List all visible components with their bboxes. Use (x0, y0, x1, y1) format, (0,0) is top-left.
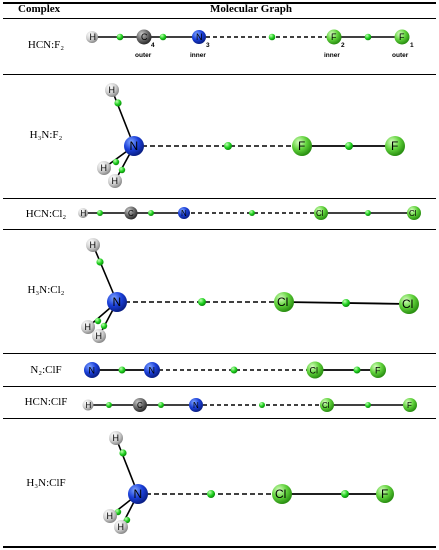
graph-hcn-cl2: H C N Cl Cl (78, 206, 421, 220)
atom-f: F (407, 401, 412, 410)
tag-inner: inner (190, 52, 206, 59)
atom-n: N (113, 295, 122, 309)
row-label-hcn-clf: HCN:ClF (24, 396, 68, 408)
atom-n: N (89, 366, 96, 376)
row-divider (3, 229, 436, 230)
atom-h: H (90, 240, 97, 250)
atom-number-3: 3 (206, 42, 210, 49)
graph-h3n-f2: H N H H F F (97, 83, 405, 188)
atom-f: F (331, 32, 337, 42)
tag-outer: outer (135, 52, 152, 59)
tag-inner: inner (324, 52, 340, 59)
atom-f: F (298, 139, 305, 153)
atom-h: H (85, 322, 92, 332)
atom-h: H (90, 32, 97, 42)
row-divider (3, 386, 436, 387)
atom-n: N (149, 366, 156, 376)
atom-f: F (399, 32, 405, 42)
atom-n: N (196, 32, 203, 42)
atom-f: F (381, 487, 388, 501)
atom-h: H (81, 209, 87, 218)
table-bottom-rule (3, 546, 436, 548)
row-label-hcn-cl2: HCN:Cl₂ (25, 208, 67, 220)
atom-cl: Cl (277, 295, 288, 309)
row-label-h3n-clf: H₃N:ClF (26, 477, 66, 489)
row-divider (3, 198, 436, 199)
atom-n: N (193, 401, 199, 410)
atom-cl: Cl (316, 209, 324, 218)
atom-cl: Cl (402, 297, 413, 311)
graph-n2-clf: N N Cl F (84, 361, 386, 379)
atom-h: H (109, 85, 116, 95)
atom-h: H (112, 176, 119, 186)
row-divider (3, 418, 436, 419)
atom-n: N (130, 139, 139, 153)
row-label-h3n-f2: H₃N:F₂ (29, 129, 63, 141)
graph-h3n-clf: H N H H Cl F (103, 431, 394, 534)
atom-number-1: 1 (410, 42, 414, 49)
row-label-hcn-f2: HCN:F₂ (27, 39, 65, 51)
atom-c: C (141, 32, 148, 42)
graph-hcn-f2: H C N F F 4 3 2 1 outer inner inner oute… (86, 29, 414, 59)
atom-h: H (86, 401, 92, 410)
header-molecular-graph: Molecular Graph (210, 3, 292, 15)
atom-n: N (181, 209, 187, 218)
atom-h: H (96, 331, 103, 341)
row-divider (3, 353, 436, 354)
atom-f: F (391, 139, 398, 153)
atom-cl: Cl (409, 209, 417, 218)
row-label-n2-clf: N₂:ClF (30, 364, 62, 376)
atom-c: C (128, 209, 134, 218)
table-top-rule (3, 2, 436, 4)
tag-outer: outer (392, 52, 409, 59)
header-complex: Complex (18, 3, 61, 15)
row-divider (3, 74, 436, 75)
atom-cl: Cl (310, 366, 319, 376)
atom-h: H (107, 511, 114, 521)
atom-h: H (101, 163, 108, 173)
graph-hcn-clf: H C N Cl F (82, 398, 417, 412)
atom-cl: Cl (275, 487, 286, 501)
row-label-h3n-cl2: H₃N:Cl₂ (27, 284, 65, 296)
header-rule (3, 18, 436, 19)
atom-h: H (113, 433, 120, 443)
atom-h: H (118, 522, 125, 532)
atom-n: N (134, 487, 143, 501)
atom-number-4: 4 (151, 42, 155, 49)
atom-number-2: 2 (341, 42, 345, 49)
graph-h3n-cl2: H N H H Cl Cl (81, 238, 419, 343)
atom-c: C (137, 401, 143, 410)
atom-f: F (375, 366, 381, 376)
atom-cl: Cl (322, 401, 330, 410)
